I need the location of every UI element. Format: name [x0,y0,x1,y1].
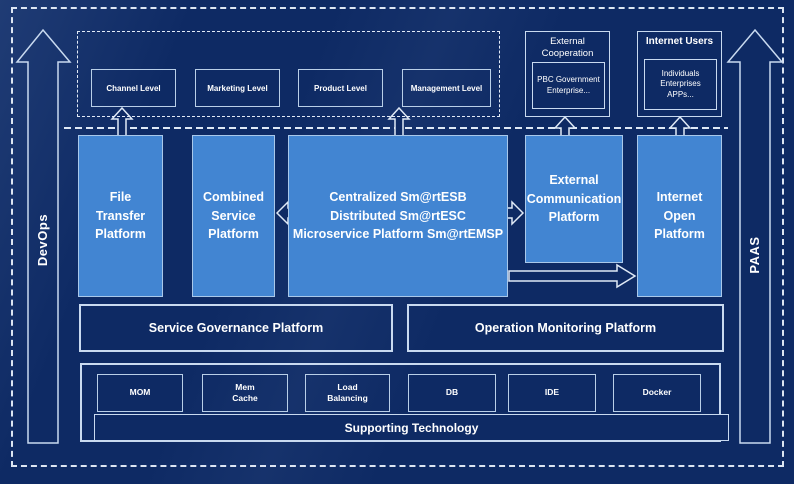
internet-users-box: Internet Users Individuals Enterprises A… [637,31,722,117]
devops-rail-label: DevOps [35,213,50,267]
paas-rail-label: PAAS [747,236,762,274]
supporting-technology-container [80,363,721,442]
pbc-government-enterprise-box: PBC Government Enterprise... [532,62,605,109]
marketing-level-box: Marketing Level [195,69,280,107]
internet-open-platform-box: Internet Open Platform [637,135,722,297]
tech-box-load-balancing: Load Balancing [305,374,390,412]
service-governance-platform-box: Service Governance Platform [79,304,393,352]
file-transfer-platform-box: File Transfer Platform [78,135,163,297]
tech-box-db: DB [408,374,496,412]
operation-monitoring-platform-box: Operation Monitoring Platform [407,304,724,352]
tech-box-mom: MOM [97,374,183,412]
combined-service-platform-box: Combined Service Platform [192,135,275,297]
levels-dashed-box [77,31,500,117]
product-level-box: Product Level [298,69,383,107]
external-cooperation-box: External Cooperation PBC Government Ente… [525,31,610,117]
internet-users-title: Internet Users [645,36,714,47]
tech-box-mem-cache: Mem Cache [202,374,288,412]
internet-users-detail-box: Individuals Enterprises APPs... [644,59,717,110]
channel-level-box: Channel Level [91,69,176,107]
supporting-technology-bar: Supporting Technology [94,414,729,441]
tech-box-ide: IDE [508,374,596,412]
tech-box-docker: Docker [613,374,701,412]
management-level-box: Management Level [402,69,491,107]
external-communication-platform-box: External Communication Platform [525,135,623,263]
external-cooperation-title: External Cooperation [541,36,594,59]
central-esb-platform-box: Centralized Sm@rtESB Distributed Sm@rtES… [288,135,508,297]
